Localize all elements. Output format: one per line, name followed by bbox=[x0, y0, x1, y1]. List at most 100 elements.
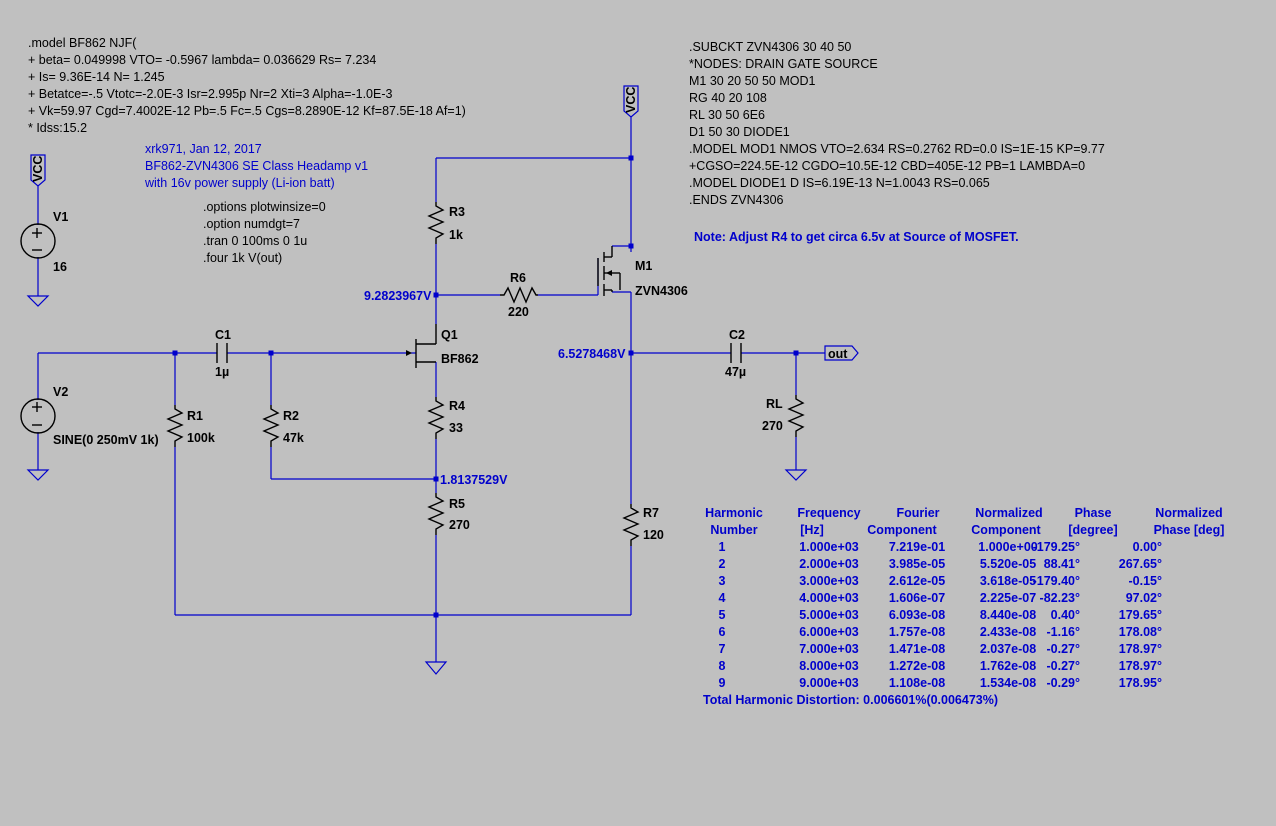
subckt-line: .SUBCKT ZVN4306 30 40 50 bbox=[689, 40, 851, 54]
header-normalized-phase: Normalized bbox=[1155, 506, 1222, 520]
r5-value: 270 bbox=[449, 518, 470, 532]
c1-name: C1 bbox=[215, 328, 231, 342]
fourier-cell: 2.612e-05 bbox=[889, 574, 945, 588]
frequency-cell: 2.000e+03 bbox=[799, 557, 858, 571]
norm-phase-cell: 97.02° bbox=[1126, 591, 1162, 605]
normalized-cell: 2.037e-08 bbox=[980, 642, 1036, 656]
subckt-line: .MODEL MOD1 NMOS VTO=2.634 RS=0.2762 RD=… bbox=[689, 142, 1105, 156]
r6-value: 220 bbox=[508, 305, 529, 319]
model-line: + beta= 0.049998 VTO= -0.5967 lambda= 0.… bbox=[28, 53, 376, 67]
c2-name: C2 bbox=[729, 328, 745, 342]
phase-cell: -0.27° bbox=[1047, 642, 1081, 656]
normalized-cell: 1.534e-08 bbox=[980, 676, 1036, 690]
r1-value: 100k bbox=[187, 431, 215, 445]
model-bf862-text: .model BF862 NJF( + beta= 0.049998 VTO= … bbox=[28, 36, 466, 135]
r5-name: R5 bbox=[449, 497, 465, 511]
fourier-cell: 1.606e-07 bbox=[889, 591, 945, 605]
harmonic-cell: 5 bbox=[719, 608, 726, 622]
harmonic-cell: 3 bbox=[719, 574, 726, 588]
subckt-line: +CGSO=224.5E-12 CGDO=10.5E-12 CBD=405E-1… bbox=[689, 159, 1085, 173]
directive-line: .four 1k V(out) bbox=[203, 251, 282, 265]
ground-symbol bbox=[784, 469, 808, 481]
normalized-cell: 2.433e-08 bbox=[980, 625, 1036, 639]
subckt-line: RG 40 20 108 bbox=[689, 91, 767, 105]
frequency-cell: 9.000e+03 bbox=[799, 676, 858, 690]
subckt-line: M1 30 20 50 50 MOD1 bbox=[689, 74, 816, 88]
subckt-line: .MODEL DIODE1 D IS=6.19E-13 N=1.0043 RS=… bbox=[689, 176, 990, 190]
phase-cell: -1.16° bbox=[1047, 625, 1081, 639]
frequency-cell: 7.000e+03 bbox=[799, 642, 858, 656]
adjust-note: Note: Adjust R4 to get circa 6.5v at Sou… bbox=[694, 230, 1019, 244]
normalized-cell: 8.440e-08 bbox=[980, 608, 1036, 622]
phase-cell: -0.29° bbox=[1047, 676, 1081, 690]
capacitor-c1[interactable]: C1 1µ bbox=[215, 328, 231, 379]
frequency-cell: 6.000e+03 bbox=[799, 625, 858, 639]
normalized-cell: 2.225e-07 bbox=[980, 591, 1036, 605]
resistor-r2[interactable]: R2 47k bbox=[262, 405, 304, 447]
v1-name: V1 bbox=[53, 210, 68, 224]
resistor-r3[interactable]: R3 1k bbox=[427, 202, 465, 244]
r6-name: R6 bbox=[510, 271, 526, 285]
phase-cell: 0.40° bbox=[1051, 608, 1080, 622]
c2-value: 47µ bbox=[725, 365, 746, 379]
source-voltage-label: 6.5278468V bbox=[558, 347, 626, 361]
norm-phase-cell: 0.00° bbox=[1133, 540, 1162, 554]
m1-value: ZVN4306 bbox=[635, 284, 688, 298]
header-number: Number bbox=[710, 523, 757, 537]
norm-phase-cell: -0.15° bbox=[1129, 574, 1163, 588]
r1-name: R1 bbox=[187, 409, 203, 423]
phase-cell: -179.25° bbox=[1033, 540, 1080, 554]
fourier-cell: 1.471e-08 bbox=[889, 642, 945, 656]
jfet-q1[interactable]: Q1 BF862 bbox=[406, 324, 479, 368]
harmonic-cell: 1 bbox=[719, 540, 726, 554]
ground-symbol bbox=[26, 469, 50, 481]
resistor-rl[interactable]: RL 270 bbox=[762, 395, 805, 437]
model-line: .model BF862 NJF( bbox=[28, 36, 137, 50]
r5-top-voltage-label: 1.8137529V bbox=[440, 473, 508, 487]
subckt-line: .ENDS ZVN4306 bbox=[689, 193, 784, 207]
norm-phase-cell: 178.97° bbox=[1119, 642, 1162, 656]
harmonic-cell: 4 bbox=[719, 591, 726, 605]
v2-name: V2 bbox=[53, 385, 68, 399]
resistor-r7[interactable]: R7 120 bbox=[622, 504, 664, 546]
mosfet-m1[interactable]: M1 ZVN4306 bbox=[597, 246, 688, 298]
normalized-cell: 1.000e+00 bbox=[978, 540, 1037, 554]
directive-line: .tran 0 100ms 0 1u bbox=[203, 234, 307, 248]
header-degree: [degree] bbox=[1068, 523, 1117, 537]
header-harmonic: Harmonic bbox=[705, 506, 763, 520]
comment-line: with 16v power supply (Li-ion batt) bbox=[144, 176, 335, 190]
vcc-label: VCC bbox=[31, 156, 45, 182]
r3-name: R3 bbox=[449, 205, 465, 219]
voltage-source-v2[interactable]: V2 SINE(0 250mV 1k) bbox=[20, 385, 159, 447]
resistor-r1[interactable]: R1 100k bbox=[166, 405, 215, 447]
subckt-line: *NODES: DRAIN GATE SOURCE bbox=[689, 57, 878, 71]
normalized-cell: 5.520e-05 bbox=[980, 557, 1036, 571]
resistor-r6[interactable]: R6 220 bbox=[500, 271, 538, 319]
capacitor-c2[interactable]: C2 47µ bbox=[725, 328, 746, 379]
norm-phase-cell: 267.65° bbox=[1119, 557, 1162, 571]
r4-value: 33 bbox=[449, 421, 463, 435]
out-label: out bbox=[828, 347, 848, 361]
ground-symbol bbox=[424, 661, 448, 675]
r7-value: 120 bbox=[643, 528, 664, 542]
resistor-r4[interactable]: R4 33 bbox=[427, 397, 465, 439]
model-line: + Is= 9.36E-14 N= 1.245 bbox=[28, 70, 165, 84]
voltage-source-v1[interactable]: V1 16 bbox=[20, 210, 68, 274]
subckt-zvn4306-text: .SUBCKT ZVN4306 30 40 50 *NODES: DRAIN G… bbox=[689, 40, 1105, 207]
resistor-r5[interactable]: R5 270 bbox=[427, 493, 470, 535]
q1-value: BF862 bbox=[441, 352, 479, 366]
normalized-cell: 3.618e-05 bbox=[980, 574, 1036, 588]
header-hz: [Hz] bbox=[800, 523, 824, 537]
v1-value: 16 bbox=[53, 260, 67, 274]
fourier-cell: 1.272e-08 bbox=[889, 659, 945, 673]
subckt-line: D1 50 30 DIODE1 bbox=[689, 125, 790, 139]
thd-line: Total Harmonic Distortion: 0.006601%(0.0… bbox=[703, 693, 998, 707]
